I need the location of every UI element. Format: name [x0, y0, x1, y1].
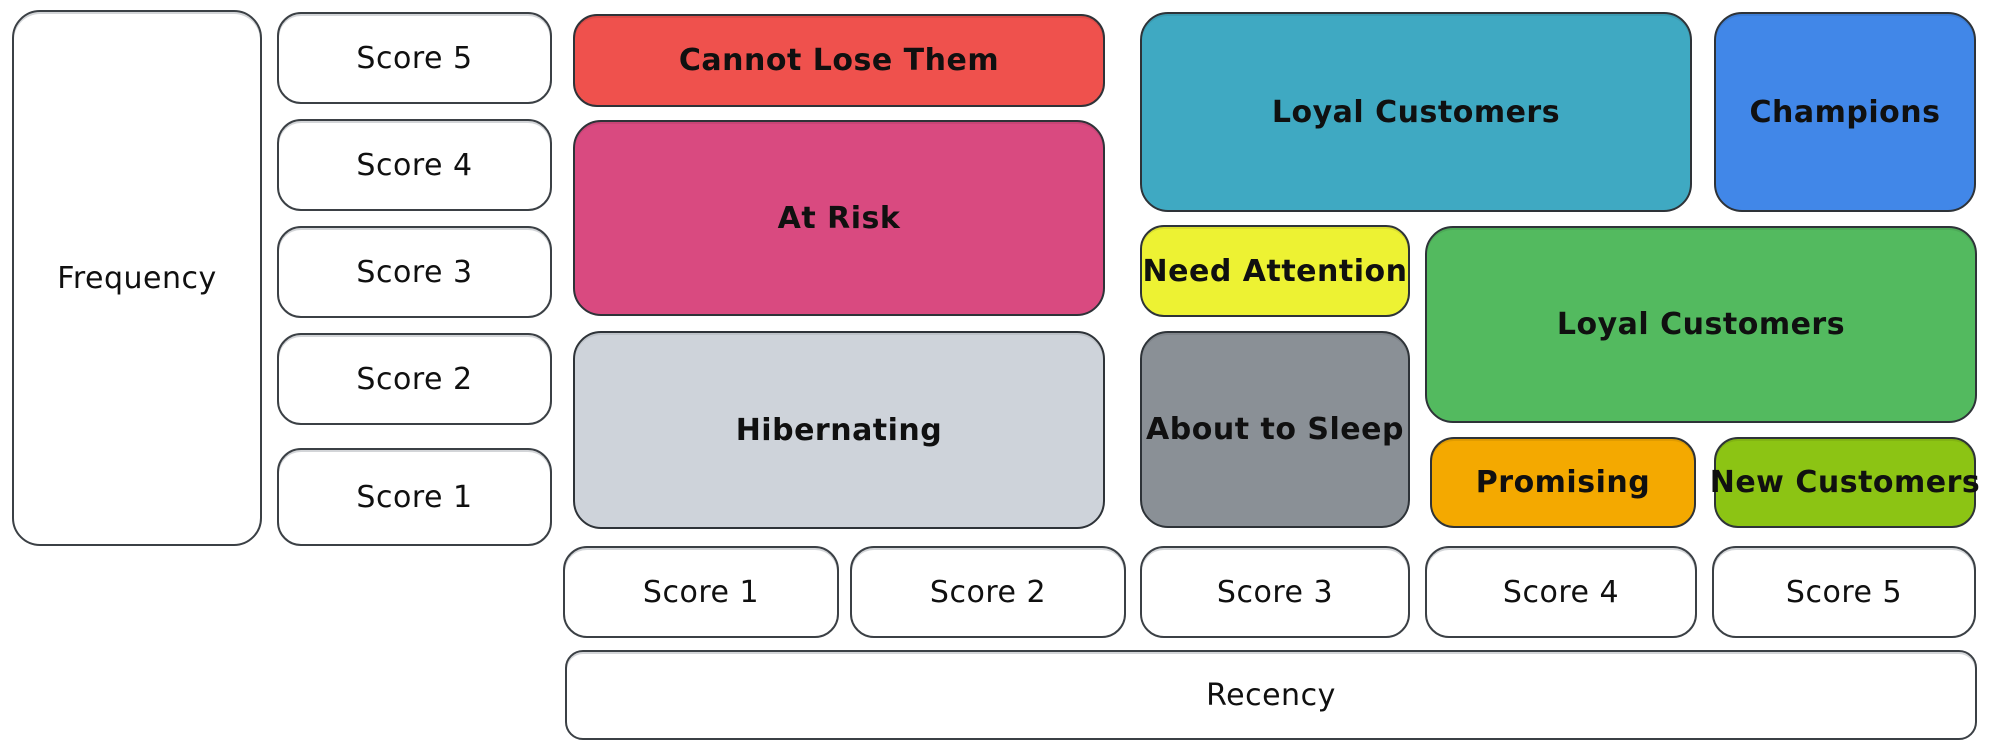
- segment-about-to-sleep-label: About to Sleep: [1146, 412, 1404, 447]
- frequency-score-3-label: Score 3: [356, 254, 473, 290]
- frequency-score-2-box: Score 2: [277, 333, 552, 425]
- recency-score-1-label: Score 1: [642, 574, 760, 610]
- frequency-score-1-label: Score 1: [356, 479, 473, 515]
- segment-champions-label: Champions: [1749, 94, 1941, 130]
- frequency-axis-box: Frequency: [12, 10, 262, 546]
- recency-score-3-box: Score 3: [1140, 546, 1410, 638]
- segment-promising-label: Promising: [1475, 465, 1651, 500]
- recency-score-2-label: Score 2: [929, 574, 1047, 610]
- segment-cannot-lose-them-label: Cannot Lose Them: [678, 43, 1000, 78]
- frequency-score-2-label: Score 2: [356, 361, 473, 397]
- recency-score-2-box: Score 2: [850, 546, 1126, 638]
- segment-new-customers-label: New Customers: [1709, 465, 1981, 500]
- recency-score-3-label: Score 3: [1216, 574, 1334, 610]
- segment-about-to-sleep: About to Sleep: [1140, 331, 1410, 528]
- recency-score-4-label: Score 4: [1502, 574, 1620, 610]
- recency-score-1-box: Score 1: [563, 546, 839, 638]
- frequency-axis-label: Frequency: [57, 260, 217, 296]
- recency-score-5-label: Score 5: [1785, 574, 1903, 610]
- recency-score-4-box: Score 4: [1425, 546, 1697, 638]
- segment-hibernating-label: Hibernating: [735, 412, 943, 448]
- segment-new-customers: New Customers: [1710, 437, 1980, 528]
- frequency-score-1-box: Score 1: [277, 448, 552, 546]
- segment-loyal-customers-green: Loyal Customers: [1425, 226, 1977, 423]
- segment-hibernating: Hibernating: [573, 331, 1105, 529]
- frequency-score-4-box: Score 4: [277, 119, 552, 211]
- frequency-score-3-box: Score 3: [277, 226, 552, 318]
- segment-champions: Champions: [1714, 12, 1976, 212]
- recency-score-5-box: Score 5: [1712, 546, 1976, 638]
- segment-cannot-lose-them: Cannot Lose Them: [573, 14, 1105, 107]
- recency-axis-label: Recency: [1206, 677, 1336, 713]
- segment-at-risk-label: At Risk: [777, 200, 901, 236]
- segment-at-risk: At Risk: [573, 120, 1105, 316]
- segment-loyal-customers-teal: Loyal Customers: [1140, 12, 1692, 212]
- frequency-score-5-box: Score 5: [277, 12, 552, 104]
- recency-axis-box: Recency: [565, 650, 1977, 740]
- segment-promising: Promising: [1430, 437, 1696, 528]
- segment-loyal-customers-green-label: Loyal Customers: [1556, 307, 1846, 342]
- segment-need-attention: Need Attention: [1140, 225, 1410, 317]
- segment-need-attention-label: Need Attention: [1142, 253, 1408, 289]
- frequency-score-5-label: Score 5: [356, 40, 473, 76]
- segment-loyal-customers-teal-label: Loyal Customers: [1271, 94, 1561, 130]
- frequency-score-4-label: Score 4: [356, 147, 473, 183]
